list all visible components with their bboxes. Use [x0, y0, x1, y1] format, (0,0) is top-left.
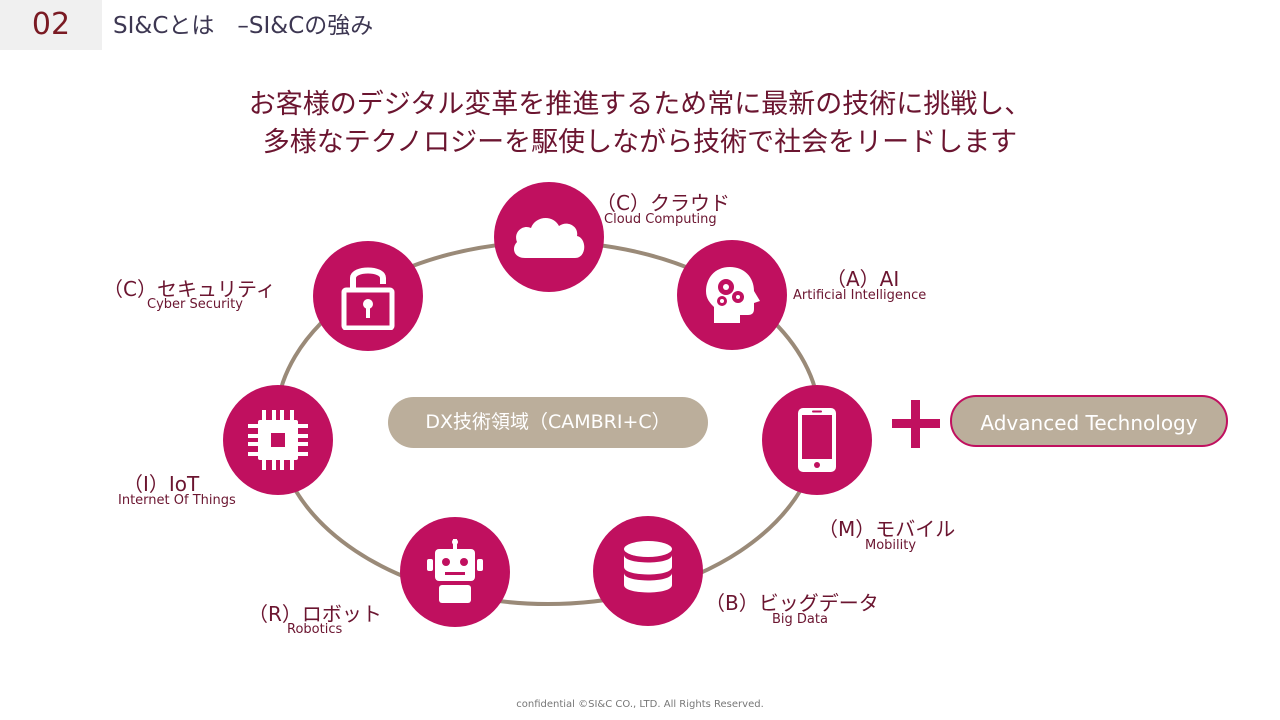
smartphone-icon	[797, 407, 837, 473]
node-ai	[677, 240, 787, 350]
node-ai-label: （A）AI	[826, 267, 900, 291]
node-ai-sub: Artificial Intelligence	[793, 288, 927, 303]
node-bigdata	[593, 516, 703, 626]
headline: お客様のデジタル変革を推進するため常に最新の技術に挑戦し、 多様なテクノロジーを…	[0, 86, 1280, 162]
slide-number: 02	[0, 0, 102, 50]
brain-gears-icon	[700, 263, 764, 327]
node-bigdata-label: （B）ビッグデータ	[705, 591, 879, 615]
node-iot-label: （I）IoT	[123, 472, 200, 496]
plus-icon	[892, 400, 940, 448]
chip-icon	[246, 408, 310, 472]
node-security-label: （C）セキュリティ	[103, 277, 276, 301]
node-mobile	[762, 385, 872, 495]
node-robot	[400, 517, 510, 627]
advanced-technology-label: Advanced Technology	[950, 395, 1228, 447]
node-mobile-sub: Mobility	[865, 538, 917, 553]
node-iot	[223, 385, 333, 495]
node-robot-label: （R）ロボット	[248, 602, 382, 626]
node-cloud-sub: Cloud Computing	[604, 212, 717, 227]
node-security-sub: Cyber Security	[147, 297, 243, 312]
cloud-icon	[509, 212, 589, 262]
node-robot-sub: Robotics	[287, 622, 343, 637]
footer-copyright: confidential ©SI&C CO., LTD. All Rights …	[516, 699, 764, 710]
padlock-icon	[341, 262, 395, 330]
node-cloud	[494, 182, 604, 292]
node-security	[313, 241, 423, 351]
node-bigdata-sub: Big Data	[772, 612, 828, 627]
headline-line-1: お客様のデジタル変革を推進するため常に最新の技術に挑戦し、	[248, 89, 1032, 120]
robot-icon	[425, 539, 485, 605]
database-icon	[622, 539, 674, 603]
slide-title: SI&Cとは –SI&Cの強み	[113, 13, 374, 39]
headline-line-2: 多様なテクノロジーを駆使しながら技術で社会をリードします	[262, 127, 1018, 158]
node-cloud-label: （C）クラウド	[596, 191, 730, 215]
center-label: DX技術領域（CAMBRI+C）	[388, 397, 708, 448]
node-mobile-label: （M）モバイル	[818, 517, 956, 541]
node-iot-sub: Internet Of Things	[118, 493, 236, 508]
